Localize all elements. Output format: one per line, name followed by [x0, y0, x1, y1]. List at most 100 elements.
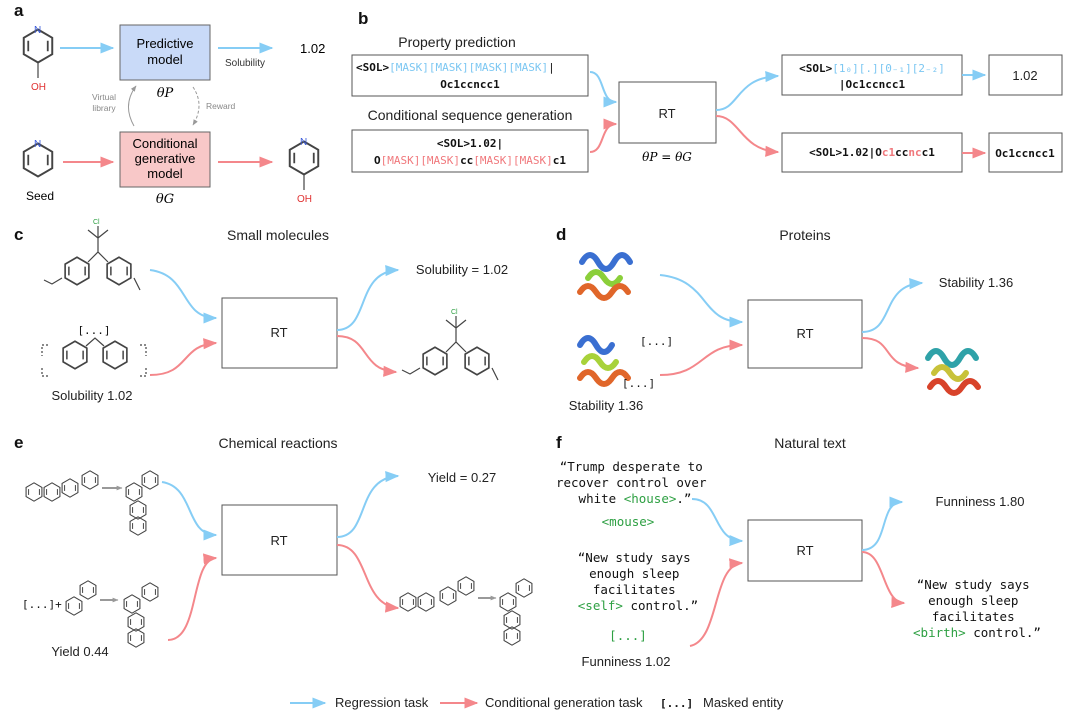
- output-property: Solubility = 1.02: [416, 262, 508, 277]
- theta-equality: θP = θG: [642, 150, 692, 164]
- rt-label: RT: [796, 326, 813, 341]
- conditional-generation-input-box: [351, 129, 589, 173]
- molecule-output: Cl: [401, 309, 499, 381]
- molecule-input: Cl: [43, 219, 141, 291]
- legend-mask-label: Masked entity: [703, 695, 784, 710]
- regression-output-line1: <SOL>[1₀][.][0₋₁][2₋₂]: [799, 62, 945, 75]
- panel-label: e: [14, 433, 23, 452]
- conditional-input-line1: <SOL>1.02|: [437, 137, 503, 150]
- alternative-token: <mouse>: [602, 514, 655, 529]
- reaction-input: [25, 470, 159, 536]
- molecule-4-hydroxypyridine-input: N OH: [22, 25, 54, 93]
- regression-arrow: [659, 274, 744, 328]
- generative-model-box: [119, 131, 211, 188]
- reaction-masked: [...]+: [22, 580, 159, 648]
- legend-generation-label: Conditional generation task: [485, 695, 643, 710]
- panel-label: a: [14, 1, 24, 20]
- regression-arrow: [861, 496, 904, 551]
- molecule-pyridine-seed: N: [22, 139, 54, 178]
- generation-arrow: [659, 339, 744, 376]
- seed-label: Seed: [26, 189, 54, 203]
- legend-mask-symbol: [...]: [660, 697, 693, 710]
- rt-model-box: [221, 504, 338, 576]
- mask-token: [...]+: [22, 598, 62, 611]
- output-property: Funniness 1.80: [936, 494, 1025, 509]
- input-property: Funniness 1.02: [582, 654, 671, 669]
- atom-label: Cl: [451, 309, 458, 316]
- generation-arrow: [689, 558, 744, 647]
- protein-input: [577, 252, 633, 301]
- atom-label: N: [300, 137, 307, 148]
- rt-label: RT: [658, 106, 675, 121]
- input-property: Stability 1.36: [569, 398, 643, 413]
- panel-title: Chemical reactions: [218, 435, 337, 451]
- property-prediction-title: Property prediction: [398, 34, 516, 50]
- output-value: 1.02: [300, 41, 325, 56]
- panel-title: Small molecules: [227, 227, 329, 243]
- reward-arrow: [192, 86, 200, 126]
- mask-token: [...]: [640, 335, 673, 348]
- generation-output: <SOL>1.02|Oc1ccncc1: [809, 146, 935, 159]
- panel-label: f: [556, 433, 562, 452]
- input-property: Solubility 1.02: [52, 388, 133, 403]
- molecule-masked: [...]: [41, 324, 147, 377]
- mask-token: [...]: [622, 377, 655, 390]
- conditional-input-line2: O[MASK][MASK]cc[MASK][MASK]c1: [374, 154, 566, 167]
- molecule-4-hydroxypyridine-output: N OH: [288, 137, 320, 205]
- property-prediction-input-box: [351, 54, 589, 97]
- theta-g: θG: [156, 192, 174, 207]
- property-label: Solubility: [225, 58, 265, 69]
- panel-f: f Natural text “Trump desperate to recov…: [556, 433, 1041, 669]
- mask-token: [...]: [609, 628, 647, 643]
- theta-p: θP: [157, 86, 174, 101]
- panel-d: d Proteins [...] [...] Stability 1.36 RT…: [556, 225, 1013, 413]
- generation-arrow: [336, 544, 400, 613]
- generation-arrow: [861, 551, 906, 608]
- protein-output: [925, 348, 981, 396]
- masked-input-line1: <SOL>[MASK][MASK][MASK][MASK]|: [356, 61, 555, 74]
- regression-arrow: [715, 71, 780, 111]
- legend-regression-label: Regression task: [335, 695, 429, 710]
- conditional-generation-title: Conditional sequence generation: [368, 107, 573, 123]
- atom-label: Cl: [93, 219, 100, 226]
- reward-label: Reward: [206, 101, 236, 111]
- legend: Regression task Conditional generation t…: [290, 695, 784, 710]
- output-property: Stability 1.36: [939, 275, 1013, 290]
- generated-sequence: Oc1ccncc1: [995, 147, 1055, 160]
- rt-label: RT: [270, 325, 287, 340]
- regression-output-line2: |Oc1ccncc1: [839, 78, 906, 91]
- rt-model-box: [618, 81, 717, 144]
- generation-output-box: [781, 132, 963, 173]
- panel-title: Proteins: [779, 227, 830, 243]
- regression-arrow: [589, 71, 618, 108]
- regression-arrow: [161, 481, 218, 541]
- regression-arrow: [336, 265, 400, 331]
- rt-label: RT: [796, 543, 813, 558]
- reaction-output: [399, 576, 533, 646]
- output-text: “New study says enough sleep facilitates…: [913, 577, 1041, 640]
- generation-arrow: [167, 553, 218, 641]
- rt-model-box: [747, 519, 863, 582]
- atom-label: N: [34, 25, 41, 36]
- rt-label: RT: [270, 533, 287, 548]
- panel-label: c: [14, 225, 23, 244]
- generation-arrow: [149, 338, 218, 376]
- panel-title: Natural text: [774, 435, 846, 451]
- panel-b: b Property prediction <SOL>[MASK][MASK][…: [351, 9, 1063, 173]
- generation-arrow: [715, 115, 780, 157]
- rt-model-box: [221, 297, 338, 369]
- regression-arrow: [149, 269, 218, 324]
- regression-output-box: [781, 54, 963, 96]
- input-text-2: “New study says enough sleep facilitates…: [578, 550, 698, 613]
- generation-arrow: [336, 335, 398, 377]
- regression-arrow: [336, 471, 400, 538]
- input-text-1: “Trump desperate to recover control over…: [556, 459, 714, 506]
- regression-arrow: [691, 498, 744, 547]
- decoded-value: 1.02: [1012, 68, 1037, 83]
- panel-label: d: [556, 225, 566, 244]
- input-property: Yield 0.44: [51, 644, 108, 659]
- output-property: Yield = 0.27: [428, 470, 497, 485]
